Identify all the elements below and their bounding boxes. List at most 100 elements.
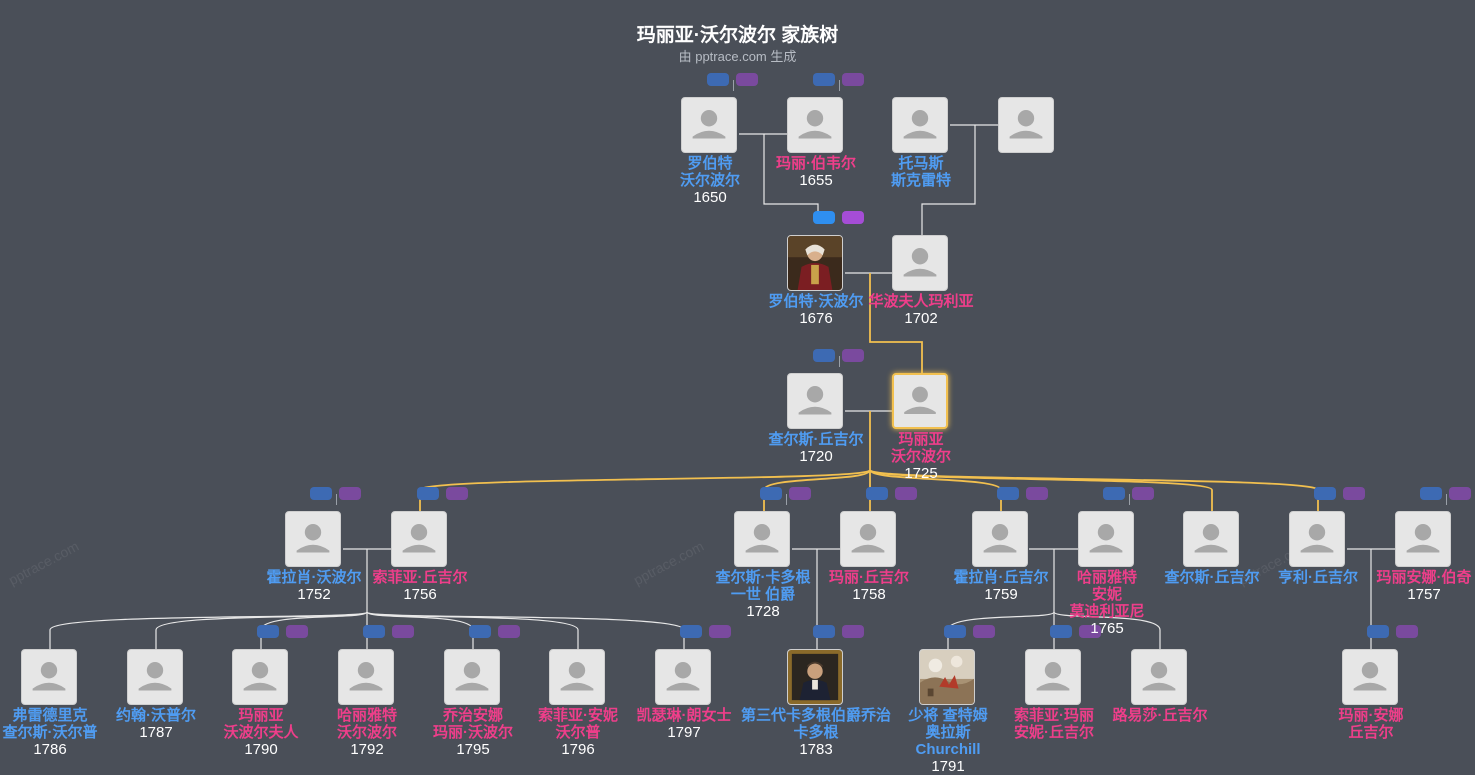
person-photo[interactable]: [919, 649, 975, 705]
avatar[interactable]: [338, 649, 394, 705]
person-name: 华波夫人玛利亚: [831, 293, 1011, 310]
avatar[interactable]: [21, 649, 77, 705]
expand-mother-button[interactable]: [286, 625, 308, 638]
person-placeholder-icon: [904, 386, 936, 414]
birth-year: 1787: [139, 724, 173, 741]
parents-toggle: [813, 73, 865, 91]
expand-mother-button[interactable]: [498, 625, 520, 638]
avatar[interactable]: [681, 97, 737, 153]
parents-toggle: [813, 211, 865, 225]
person-name: 查尔斯·卡多根一世 伯爵: [673, 569, 853, 603]
expand-father-button[interactable]: [1367, 625, 1389, 638]
expand-father-button[interactable]: [997, 487, 1019, 500]
birth-year: 1759: [984, 586, 1018, 603]
expand-mother-button[interactable]: [842, 73, 864, 86]
avatar[interactable]: [1025, 649, 1081, 705]
avatar[interactable]: [1289, 511, 1345, 567]
person-name-line: 查尔斯·丘吉尔: [768, 431, 864, 448]
expand-mother-button[interactable]: [1396, 625, 1418, 638]
avatar[interactable]: [892, 97, 948, 153]
avatar[interactable]: [285, 511, 341, 567]
expand-mother-button[interactable]: [842, 625, 864, 638]
avatar[interactable]: [391, 511, 447, 567]
expand-mother-button[interactable]: [1026, 487, 1048, 500]
expand-father-button[interactable]: [310, 487, 332, 500]
person-name-line: 沃尔波尔: [336, 724, 397, 741]
person-name-line: 路易莎·丘吉尔: [1112, 707, 1208, 724]
expand-mother-button[interactable]: [842, 349, 864, 362]
parents-toggle: [944, 625, 996, 639]
person-placeholder-icon: [455, 662, 489, 691]
avatar[interactable]: [840, 511, 896, 567]
expand-father-button[interactable]: [760, 487, 782, 500]
person-name: 索菲亚·安妮沃尔普: [488, 707, 668, 741]
avatar[interactable]: [972, 511, 1028, 567]
person-name-line: 查尔斯·丘吉尔: [1164, 569, 1260, 586]
expand-father-button[interactable]: [469, 625, 491, 638]
expand-father-button[interactable]: [1314, 487, 1336, 500]
avatar[interactable]: [444, 649, 500, 705]
expand-mother-button[interactable]: [736, 73, 758, 86]
expand-father-button[interactable]: [813, 73, 835, 86]
avatar[interactable]: [549, 649, 605, 705]
expand-father-button[interactable]: [813, 349, 835, 362]
expand-mother-button[interactable]: [392, 625, 414, 638]
person-name: 霍拉肖·丘吉尔: [911, 569, 1091, 586]
avatar[interactable]: [1078, 511, 1134, 567]
expand-father-button[interactable]: [1103, 487, 1125, 500]
person-placeholder-icon: [903, 110, 937, 139]
person-placeholder-icon: [1406, 524, 1440, 553]
expand-mother-button[interactable]: [1132, 487, 1154, 500]
expand-mother-button[interactable]: [1343, 487, 1365, 500]
expand-mother-button[interactable]: [339, 487, 361, 500]
person-photo[interactable]: [787, 649, 843, 705]
avatar[interactable]: [787, 373, 843, 429]
person-name-line: 查尔斯·沃尔普: [2, 724, 98, 741]
avatar[interactable]: [734, 511, 790, 567]
avatar[interactable]: [1131, 649, 1187, 705]
expand-father-button[interactable]: [417, 487, 439, 500]
avatar[interactable]: [127, 649, 183, 705]
birth-year: 1655: [799, 172, 833, 189]
expand-father-button[interactable]: [257, 625, 279, 638]
avatar[interactable]: [655, 649, 711, 705]
expand-father-button[interactable]: [707, 73, 729, 86]
expand-mother-button[interactable]: [1079, 625, 1101, 638]
expand-mother-button[interactable]: [1449, 487, 1471, 500]
person-placeholder-icon: [903, 248, 937, 277]
avatar[interactable]: [1395, 511, 1451, 567]
expand-father-button[interactable]: [680, 625, 702, 638]
avatar[interactable]: [892, 235, 948, 291]
expand-father-button[interactable]: [813, 211, 835, 224]
expand-mother-button[interactable]: [895, 487, 917, 500]
avatar[interactable]: [1342, 649, 1398, 705]
expand-father-button[interactable]: [866, 487, 888, 500]
person-photo[interactable]: [787, 235, 843, 291]
person-name-line: 托马斯: [898, 155, 944, 172]
expand-father-button[interactable]: [813, 625, 835, 638]
parents-toggle: [707, 73, 759, 91]
expand-mother-button[interactable]: [842, 211, 864, 224]
person-name-line: 索菲亚·玛丽: [1014, 707, 1094, 724]
person-name-line: 霍拉肖·丘吉尔: [953, 569, 1049, 586]
person-name-line: 索菲亚·安妮: [538, 707, 618, 724]
expand-father-button[interactable]: [1050, 625, 1072, 638]
expand-father-button[interactable]: [1420, 487, 1442, 500]
expand-mother-button[interactable]: [709, 625, 731, 638]
birth-year: 1765: [1090, 620, 1124, 637]
expand-mother-button[interactable]: [973, 625, 995, 638]
avatar[interactable]: [787, 97, 843, 153]
expand-mother-button[interactable]: [789, 487, 811, 500]
expand-mother-button[interactable]: [446, 487, 468, 500]
expand-father-button[interactable]: [363, 625, 385, 638]
expand-father-button[interactable]: [944, 625, 966, 638]
person-name-line: 哈丽雅特: [1076, 569, 1137, 586]
avatar[interactable]: [1183, 511, 1239, 567]
avatar[interactable]: [892, 373, 948, 429]
birth-year: 1725: [904, 465, 938, 482]
person-name: 玛丽·丘吉尔: [779, 569, 959, 586]
avatar[interactable]: [998, 97, 1054, 153]
avatar[interactable]: [232, 649, 288, 705]
person-name-line: 玛丽·安娜: [1338, 707, 1404, 724]
